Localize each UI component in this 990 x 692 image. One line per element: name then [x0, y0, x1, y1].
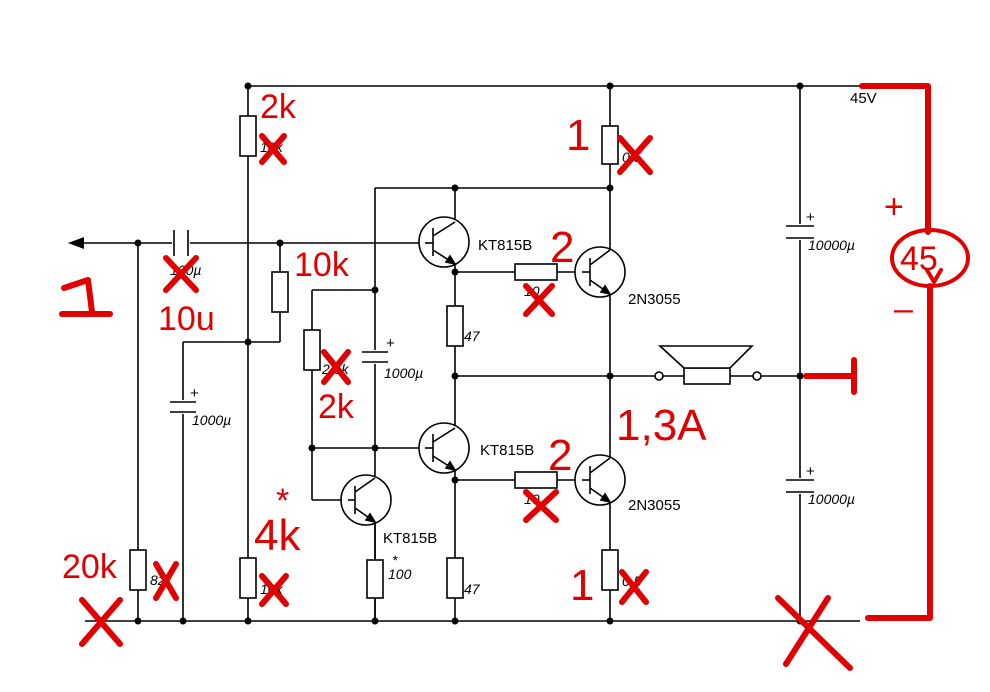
svg-text:KT815B: KT815B — [383, 530, 437, 547]
svg-text:4k: 4k — [254, 511, 301, 560]
supply-voltage-label: 45V — [850, 90, 877, 107]
svg-text:47: 47 — [464, 328, 481, 344]
transistor-power-bottom — [574, 454, 626, 506]
capacitors — [168, 224, 816, 494]
svg-text:+: + — [806, 463, 815, 480]
transistor-power-top — [574, 246, 626, 298]
resistors — [129, 115, 619, 599]
svg-text:KT815B: KT815B — [480, 442, 534, 459]
svg-text:*: * — [276, 482, 289, 520]
svg-text:+: + — [806, 209, 815, 226]
svg-text:1,3A: 1,3A — [616, 401, 707, 450]
polarity-marks: + + + + — [190, 209, 815, 480]
svg-text:2k: 2k — [260, 88, 297, 126]
transistor-driver-bottom — [418, 422, 470, 474]
svg-text:10u: 10u — [158, 300, 215, 338]
svg-text:2N3055: 2N3055 — [628, 291, 681, 308]
svg-text:100: 100 — [388, 566, 412, 582]
svg-text:+: + — [190, 385, 199, 402]
svg-text:+: + — [386, 335, 395, 352]
handwritten-annotations: + – 45 2k 1 10k 10u 2 2k 1,3A 2 4k * 20k… — [59, 83, 970, 671]
input-arrow-icon — [68, 237, 84, 249]
speaker-icon — [654, 345, 762, 385]
svg-text:47: 47 — [464, 581, 481, 597]
svg-text:*: * — [392, 552, 398, 568]
svg-text:–: – — [894, 290, 913, 328]
svg-text:1000µ: 1000µ — [384, 365, 423, 381]
svg-text:1000µ: 1000µ — [192, 412, 231, 428]
svg-text:10k: 10k — [294, 246, 350, 284]
svg-text:1: 1 — [570, 561, 594, 610]
svg-text:KT815B: KT815B — [478, 237, 532, 254]
svg-text:1: 1 — [566, 111, 590, 160]
svg-text:20k: 20k — [62, 548, 118, 586]
svg-text:2k: 2k — [318, 388, 355, 426]
transistor-bias — [340, 474, 392, 526]
junction-dots — [134, 82, 804, 625]
svg-text:2N3055: 2N3055 — [628, 497, 681, 514]
svg-text:10000µ: 10000µ — [808, 237, 855, 253]
svg-text:2: 2 — [550, 223, 574, 272]
transistor-driver-top — [418, 216, 470, 268]
svg-text:45: 45 — [900, 240, 938, 278]
svg-text:2: 2 — [548, 431, 572, 480]
svg-text:+: + — [884, 188, 904, 226]
svg-text:10000µ: 10000µ — [808, 491, 855, 507]
